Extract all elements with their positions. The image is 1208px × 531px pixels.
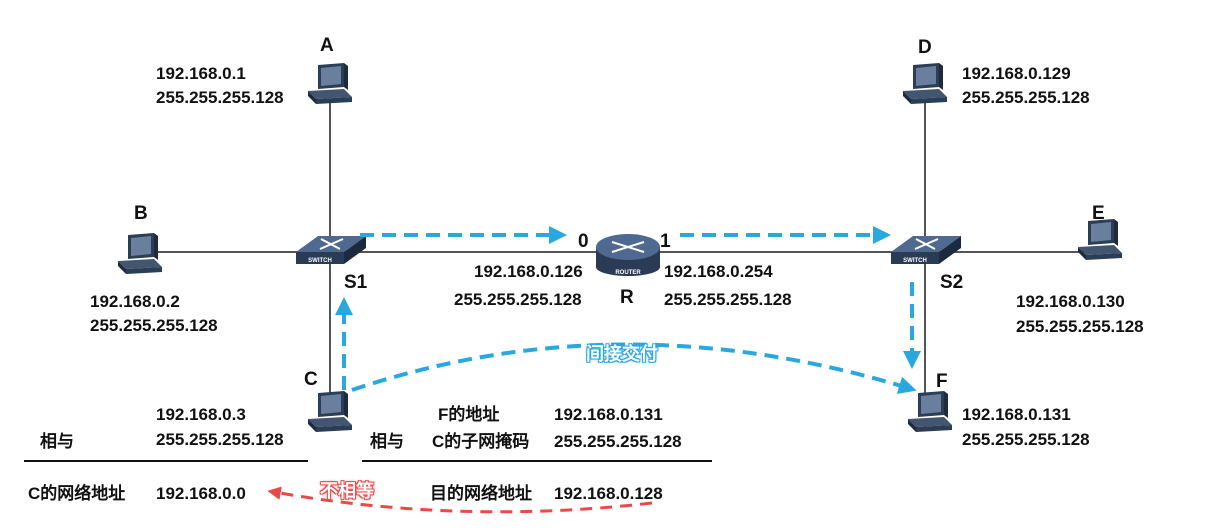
host-c-ip: 192.168.0.3 bbox=[156, 405, 246, 424]
pc-d-icon bbox=[903, 63, 947, 104]
calc-left-result-label: C的网络地址 bbox=[28, 484, 126, 503]
calc-right-f-addr-label: F的地址 bbox=[438, 405, 500, 424]
router-port0-mask: 255.255.255.128 bbox=[454, 290, 582, 309]
arrow-not-equal bbox=[267, 486, 653, 514]
router-device-text: ROUTER bbox=[615, 270, 641, 276]
switch-s1-icon: SWITCH bbox=[296, 236, 366, 264]
router-port0-label: 0 bbox=[578, 231, 589, 252]
host-b-label: B bbox=[134, 203, 148, 224]
host-b-ip: 192.168.0.2 bbox=[90, 292, 180, 311]
host-d-label: D bbox=[918, 37, 932, 58]
host-d-mask: 255.255.255.128 bbox=[962, 88, 1090, 107]
host-a-label: A bbox=[320, 35, 334, 56]
arrow-indirect-delivery bbox=[351, 342, 917, 394]
router-icon: ROUTER bbox=[596, 234, 660, 276]
router-port0-ip: 192.168.0.126 bbox=[474, 262, 583, 281]
pc-a-icon bbox=[308, 63, 352, 104]
router-label: R bbox=[620, 287, 634, 308]
router-port1-ip: 192.168.0.254 bbox=[664, 262, 773, 281]
host-d-ip: 192.168.0.129 bbox=[962, 64, 1071, 83]
router-port1-label: 1 bbox=[660, 231, 671, 252]
calc-right-and-label: 相与 bbox=[370, 432, 404, 451]
calc-right-f-addr-value: 192.168.0.131 bbox=[554, 405, 663, 424]
host-e-mask: 255.255.255.128 bbox=[1016, 317, 1144, 336]
pc-b-icon bbox=[118, 233, 162, 274]
calc-right-dest-value: 192.168.0.128 bbox=[554, 484, 663, 503]
switch-s2-device-text: SWITCH bbox=[903, 258, 927, 264]
calc-right-dest-label: 目的网络地址 bbox=[430, 484, 532, 503]
calc-right-c-mask-value: 255.255.255.128 bbox=[554, 432, 682, 451]
host-f-mask: 255.255.255.128 bbox=[962, 430, 1090, 449]
not-equal-label: 不相等 bbox=[320, 481, 374, 501]
indirect-delivery-label: 间接交付 bbox=[586, 344, 658, 364]
host-c-label: C bbox=[304, 369, 318, 390]
switch-s1-device-text: SWITCH bbox=[308, 258, 332, 264]
calc-left-and-label: 相与 bbox=[40, 432, 74, 451]
host-c-mask: 255.255.255.128 bbox=[156, 430, 284, 449]
host-a-ip: 192.168.0.1 bbox=[156, 64, 246, 83]
pc-c-icon bbox=[308, 391, 352, 432]
host-e-label: E bbox=[1092, 203, 1105, 224]
host-a-mask: 255.255.255.128 bbox=[156, 88, 284, 107]
route-arrows bbox=[335, 226, 921, 394]
host-e-ip: 192.168.0.130 bbox=[1016, 292, 1125, 311]
host-b-mask: 255.255.255.128 bbox=[90, 316, 218, 335]
pc-f-icon bbox=[908, 391, 952, 432]
host-f-ip: 192.168.0.131 bbox=[962, 405, 1071, 424]
pc-e-icon bbox=[1078, 219, 1122, 260]
switch-s2-label: S2 bbox=[940, 272, 964, 293]
switch-s1-label: S1 bbox=[344, 272, 368, 293]
host-f-label: F bbox=[936, 371, 948, 392]
router-port1-mask: 255.255.255.128 bbox=[664, 290, 792, 309]
calc-right-c-mask-label: C的子网掩码 bbox=[432, 432, 530, 451]
calc-left-result-value: 192.168.0.0 bbox=[156, 484, 246, 503]
switch-s2-icon: SWITCH bbox=[891, 236, 961, 264]
